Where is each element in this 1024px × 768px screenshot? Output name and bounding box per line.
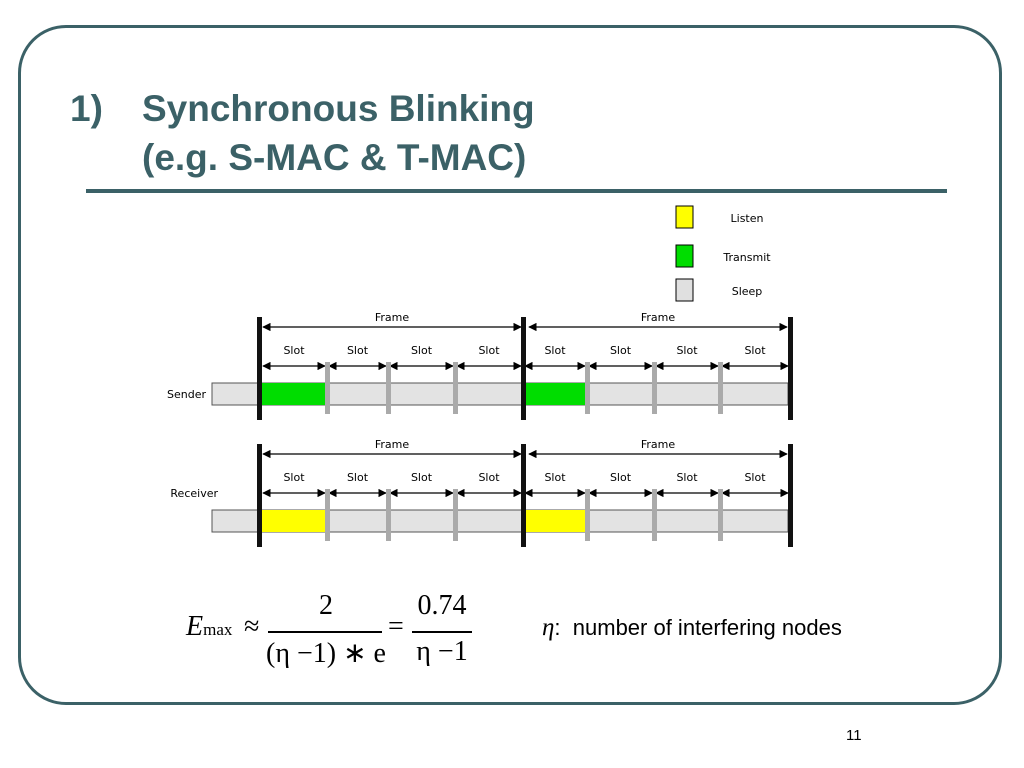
- sender-slot-label-5: Slot: [544, 344, 566, 357]
- title-divider: [86, 189, 947, 193]
- sender-slot-divider-5: [652, 362, 657, 414]
- row-label-sender: Sender: [167, 388, 206, 401]
- sender-slot-divider-3: [453, 362, 458, 414]
- sender-active-segment-2: [525, 383, 585, 405]
- formula-frac2-denominator: η −1: [416, 636, 468, 667]
- sender-slot-divider-6: [718, 362, 723, 414]
- sender-frame-label-1: Frame: [375, 311, 410, 324]
- sender-frame-boundary-1: [257, 317, 262, 420]
- receiver-frame-label-1: Frame: [375, 438, 410, 451]
- formula-frac2-numerator: 0.74: [417, 590, 467, 621]
- sender-slot-label-6: Slot: [610, 344, 632, 357]
- sender-slot-divider-4: [585, 362, 590, 414]
- receiver-slot-label-1: Slot: [283, 471, 305, 484]
- receiver-slot-label-5: Slot: [544, 471, 566, 484]
- sender-slot-divider-2: [386, 362, 391, 414]
- receiver-slot-label-7: Slot: [676, 471, 698, 484]
- eta-separator: :: [554, 615, 561, 640]
- sender-slot-label-2: Slot: [347, 344, 369, 357]
- sender-slot-divider-1: [325, 362, 330, 414]
- receiver-frame-boundary-2: [521, 444, 526, 547]
- row-label-receiver: Receiver: [170, 487, 218, 500]
- receiver-slot-divider-3: [453, 489, 458, 541]
- formula-lhs: Emax: [186, 611, 232, 643]
- title-number: 1): [70, 88, 103, 129]
- formula-approx: ≈: [244, 611, 260, 642]
- sender-frame-boundary-2: [521, 317, 526, 420]
- sender-slot-label-8: Slot: [744, 344, 766, 357]
- receiver-slot-label-8: Slot: [744, 471, 766, 484]
- legend-label-sleep: Sleep: [732, 285, 763, 298]
- receiver-slot-label-2: Slot: [347, 471, 369, 484]
- legend-label-transmit: Transmit: [722, 251, 771, 264]
- sender-slot-label-4: Slot: [478, 344, 500, 357]
- formula-frac1-denominator: (η −1) ∗ e: [266, 638, 386, 669]
- page-number: 11: [846, 727, 862, 744]
- sender-slot-label-7: Slot: [676, 344, 698, 357]
- receiver-slot-divider-6: [718, 489, 723, 541]
- receiver-frame-label-2: Frame: [641, 438, 676, 451]
- legend-swatch-transmit: [675, 244, 694, 268]
- receiver-active-segment-2: [525, 510, 585, 532]
- sender-slot-label-1: Slot: [283, 344, 305, 357]
- legend-swatch-sleep: [675, 278, 694, 302]
- legend-swatch-listen: [675, 205, 694, 229]
- formula-frac2-bar: [412, 631, 472, 633]
- formula-subscript: max: [203, 620, 233, 639]
- eta-description: number of interfering nodes: [572, 615, 842, 640]
- eta-note: η: number of interfering nodes: [542, 614, 842, 642]
- formula-equals: =: [388, 611, 404, 642]
- sender-slot-label-3: Slot: [411, 344, 433, 357]
- receiver-frame-boundary-3: [788, 444, 793, 547]
- slide-border: [18, 25, 1002, 705]
- sender-active-segment-1: [261, 383, 325, 405]
- legend-label-listen: Listen: [731, 212, 764, 225]
- slide-title: Synchronous Blinking: [142, 88, 535, 129]
- receiver-slot-divider-1: [325, 489, 330, 541]
- receiver-slot-label-4: Slot: [478, 471, 500, 484]
- formula-e-symbol: E: [186, 611, 204, 642]
- receiver-slot-divider-5: [652, 489, 657, 541]
- receiver-slot-divider-2: [386, 489, 391, 541]
- receiver-slot-label-3: Slot: [411, 471, 433, 484]
- eta-symbol: η: [542, 614, 555, 641]
- sender-frame-boundary-3: [788, 317, 793, 420]
- formula-frac1-bar: [268, 631, 382, 633]
- receiver-slot-label-6: Slot: [610, 471, 632, 484]
- receiver-active-segment-1: [261, 510, 325, 532]
- sender-frame-label-2: Frame: [641, 311, 676, 324]
- slide-subtitle: (e.g. S-MAC & T-MAC): [142, 137, 527, 178]
- receiver-frame-boundary-1: [257, 444, 262, 547]
- formula-frac1-numerator: 2: [319, 590, 333, 621]
- receiver-slot-divider-4: [585, 489, 590, 541]
